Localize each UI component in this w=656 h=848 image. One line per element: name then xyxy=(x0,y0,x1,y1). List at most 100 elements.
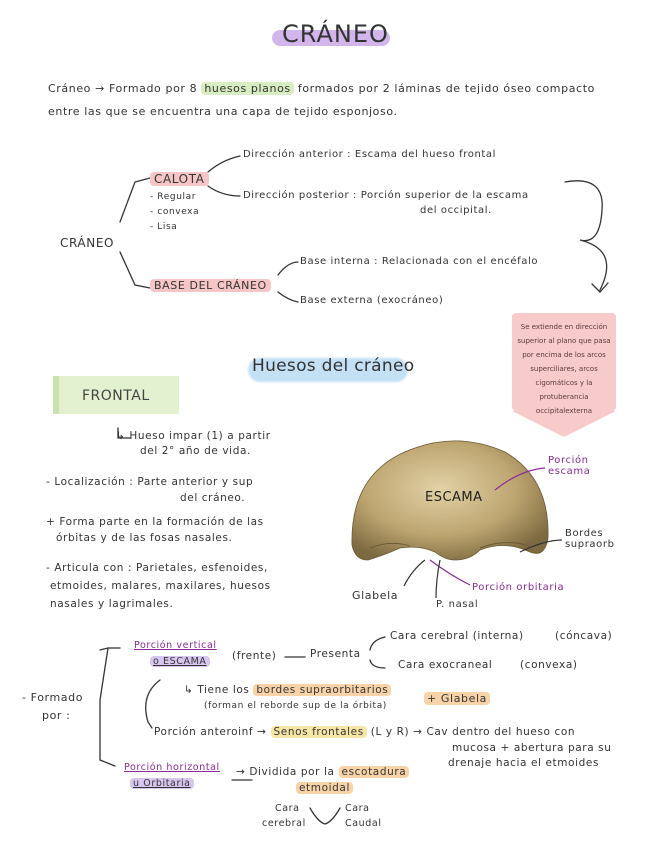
dir-posterior-b: del occipital. xyxy=(420,205,492,216)
dividida-c-wrap: etmoidal xyxy=(296,782,353,794)
tiene-line: ↳ Tiene los bordes supraorbitarios xyxy=(184,684,392,696)
base-text: BASE DEL CRÁNEO xyxy=(150,279,271,292)
calota-text: CALOTA xyxy=(150,172,209,186)
frontal-art-c: nasales y lagrimales. xyxy=(50,598,174,610)
bone-label-escama: ESCAMA xyxy=(425,490,483,505)
frontal-art-b: etmoides, malares, maxilares, huesos xyxy=(50,580,271,592)
formado-label-a: - Formado xyxy=(22,691,84,704)
glabela-line: + Glabela xyxy=(424,692,490,705)
bracket-base xyxy=(119,251,151,289)
pointer-nasal xyxy=(435,559,441,599)
pointer-orbitaria xyxy=(429,559,471,586)
dividida-b: escotadura xyxy=(338,766,410,778)
anteroinf-a: Porción anteroinf → xyxy=(154,726,267,738)
tiene-c: (forman el reborde sup de la órbita) xyxy=(204,701,387,711)
bone-label-porcion-escama: Porción escama xyxy=(548,455,591,477)
branch-cara-exo xyxy=(369,659,386,669)
section-title: Huesos del cráneo xyxy=(252,356,415,376)
anteroinf-d: mucosa + abertura para su xyxy=(452,742,612,754)
intro-line-2: entre las que se encuentra una capa de t… xyxy=(48,105,398,118)
calota-trait-3: - Lisa xyxy=(150,222,178,232)
calota-label: CALOTA xyxy=(150,172,209,186)
vertical-b-text: o ESCAMA xyxy=(150,656,210,667)
title-highlight xyxy=(272,30,390,46)
diagram-root: CRÁNEO xyxy=(60,236,115,250)
pointer-escama xyxy=(494,467,546,491)
dividida-a: → Dividida por la xyxy=(236,766,335,778)
frontal-header-bar xyxy=(53,376,179,414)
bone-label-bordes: Bordes supraorb xyxy=(565,528,615,550)
curly-arrow xyxy=(564,180,608,291)
calota-trait-2: - convexa xyxy=(150,207,200,217)
pointer-glabela xyxy=(403,559,426,587)
pointer-bordes xyxy=(519,539,563,553)
dividida-line: → Dividida por la escotadura xyxy=(236,766,410,778)
cara-exo: Cara exocraneal xyxy=(398,659,493,671)
bracket-calota xyxy=(119,177,151,223)
anteroinf-e: drenaje hacia el etmoides xyxy=(448,757,600,769)
tiene-b: bordes supraorbitarios xyxy=(253,684,392,696)
horizontal-b: u Orbitaria xyxy=(130,778,194,789)
horizontal-b-text: u Orbitaria xyxy=(130,778,194,789)
frente: (frente) xyxy=(232,650,277,662)
frontal-impar-b: del 2° año de vida. xyxy=(140,445,251,457)
dir-posterior-a: Dirección posterior : Porción superior d… xyxy=(243,190,529,201)
bone-label-orbitaria: Porción orbitaria xyxy=(472,582,565,593)
horizontal-a: Porción horizontal xyxy=(124,762,220,773)
arrow-impar xyxy=(117,427,131,439)
bracket-base-externa xyxy=(277,291,299,303)
dividida-c: etmoidal xyxy=(296,782,353,794)
cara-cerebral2-a: Cara xyxy=(275,803,300,814)
anteroinf-c: (L y R) → Cav dentro del hueso con xyxy=(370,726,576,738)
intro-line-1: Cráneo → Formado por 8 huesos planos for… xyxy=(48,82,595,95)
tiene-a: ↳ Tiene los xyxy=(184,684,250,696)
frontal-art-a: - Articula con : Parietales, esfenoides, xyxy=(46,562,268,574)
bone-label-nasal: P. nasal xyxy=(436,599,479,610)
cara-caudal-a: Cara xyxy=(345,803,370,814)
base-externa: Base externa (exocráneo) xyxy=(300,295,444,306)
cara-cerebral2-b: cerebral xyxy=(262,818,306,829)
glabela-text: + Glabela xyxy=(424,692,490,705)
bracket-base-interna xyxy=(277,261,299,276)
anteroinf-b: Senos frontales xyxy=(270,726,367,738)
anteroinf-line: Porción anteroinf → Senos frontales (L y… xyxy=(154,726,575,738)
note-box xyxy=(512,313,616,411)
dir-anterior: Dirección anterior : Escama del hueso fr… xyxy=(243,149,497,160)
section-title-highlight xyxy=(248,358,408,382)
arrow-posterior xyxy=(207,185,241,197)
base-label: BASE DEL CRÁNEO xyxy=(150,279,271,292)
arrow-anterior xyxy=(207,155,241,173)
frontal-impar-a: ↳ Hueso impar (1) a partir xyxy=(116,430,271,442)
cara-caudal-b: Caudal xyxy=(345,818,382,829)
frontal-loc-a: - Localización : Parte anterior y sup xyxy=(46,476,254,488)
bracket-formado xyxy=(99,647,116,767)
horizontal-a-text: Porción horizontal xyxy=(124,762,220,773)
formado-label-b: por : xyxy=(42,709,71,722)
intro-text-c: formados por 2 láminas de tejido óseo co… xyxy=(297,82,595,95)
concava: (cóncava) xyxy=(555,630,613,642)
note-text: Se extiende en dirección superior al pla… xyxy=(517,323,611,415)
frontal-header: FRONTAL xyxy=(82,388,150,404)
frontal-bone-shape xyxy=(351,440,549,561)
intro-highlight: huesos planos xyxy=(201,82,294,95)
vertical-a-text: Porción vertical xyxy=(134,640,217,651)
branch-cara-cerebral xyxy=(369,636,386,651)
vertical-a: Porción vertical xyxy=(134,640,217,651)
intro-text-a: Cráneo → Formado por 8 xyxy=(48,82,198,95)
convexa: (convexa) xyxy=(520,659,578,671)
page-title: CRÁNEO xyxy=(282,20,389,48)
calota-trait-1: - Regular xyxy=(150,192,197,202)
frontal-loc-b: del cráneo. xyxy=(180,492,246,504)
arrow-anteroinf xyxy=(145,679,161,729)
vertical-b: o ESCAMA xyxy=(150,656,210,667)
branch-caras xyxy=(309,807,341,825)
note-pointer xyxy=(512,411,616,437)
frontal-forma-a: + Forma parte en la formación de las xyxy=(46,516,264,528)
frontal-forma-b: órbitas y de las fosas nasales. xyxy=(56,532,233,544)
cara-cerebral: Cara cerebral (interna) xyxy=(390,630,524,642)
bone-label-glabela: Glabela xyxy=(352,589,399,602)
presenta: Presenta xyxy=(310,648,361,660)
curly-arrow-head xyxy=(591,282,609,293)
